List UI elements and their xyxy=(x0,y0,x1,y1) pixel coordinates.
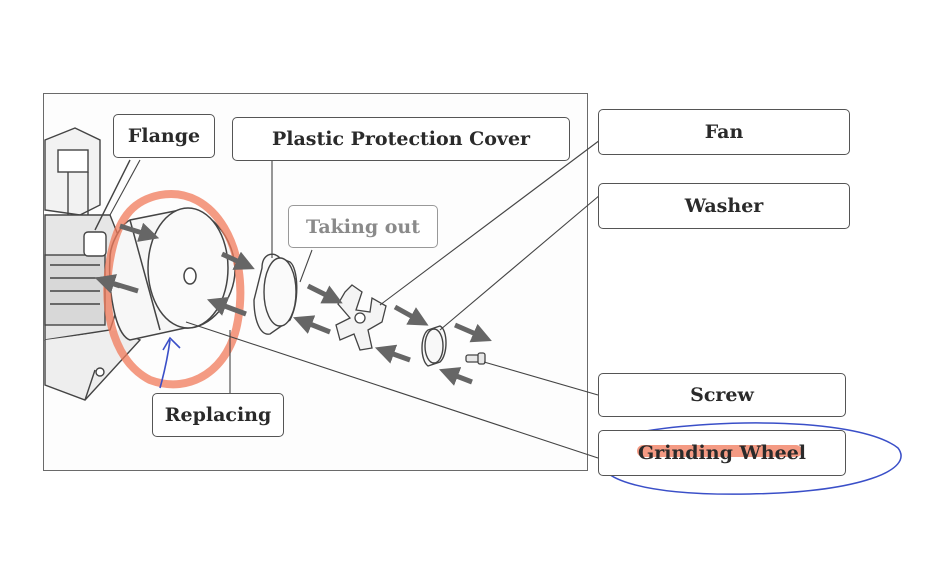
label-screw-text: Screw xyxy=(690,384,754,406)
leader-lines xyxy=(109,139,601,459)
label-replacing: Replacing xyxy=(152,393,284,437)
label-taking-out: Taking out xyxy=(288,205,438,248)
label-replacing-text: Replacing xyxy=(164,404,272,426)
fan-part xyxy=(335,284,387,351)
label-grinding-wheel: Grinding Wheel xyxy=(598,430,846,476)
screw-part xyxy=(465,352,486,365)
label-taking-out-text: Taking out xyxy=(306,215,420,238)
highlight-circle xyxy=(103,189,245,389)
grinding-wheel-highlight-mark xyxy=(637,445,802,457)
label-flange-text: Flange xyxy=(127,125,201,147)
label-fan: Fan xyxy=(598,109,850,155)
label-grinding-wheel-text: Grinding Wheel xyxy=(637,442,807,464)
label-screw: Screw xyxy=(598,373,846,417)
label-flange: Flange xyxy=(113,114,215,158)
assembly-arrows xyxy=(94,222,492,386)
pen-arrow-up xyxy=(159,336,181,389)
label-washer-text: Washer xyxy=(684,195,764,217)
plastic-cover-part xyxy=(253,253,298,335)
label-fan-text: Fan xyxy=(704,121,744,143)
label-washer: Washer xyxy=(598,183,850,229)
label-plastic-protection-cover-text: Plastic Protection Cover xyxy=(271,128,531,150)
washer-part xyxy=(421,325,447,367)
label-plastic-protection-cover: Plastic Protection Cover xyxy=(232,117,570,161)
